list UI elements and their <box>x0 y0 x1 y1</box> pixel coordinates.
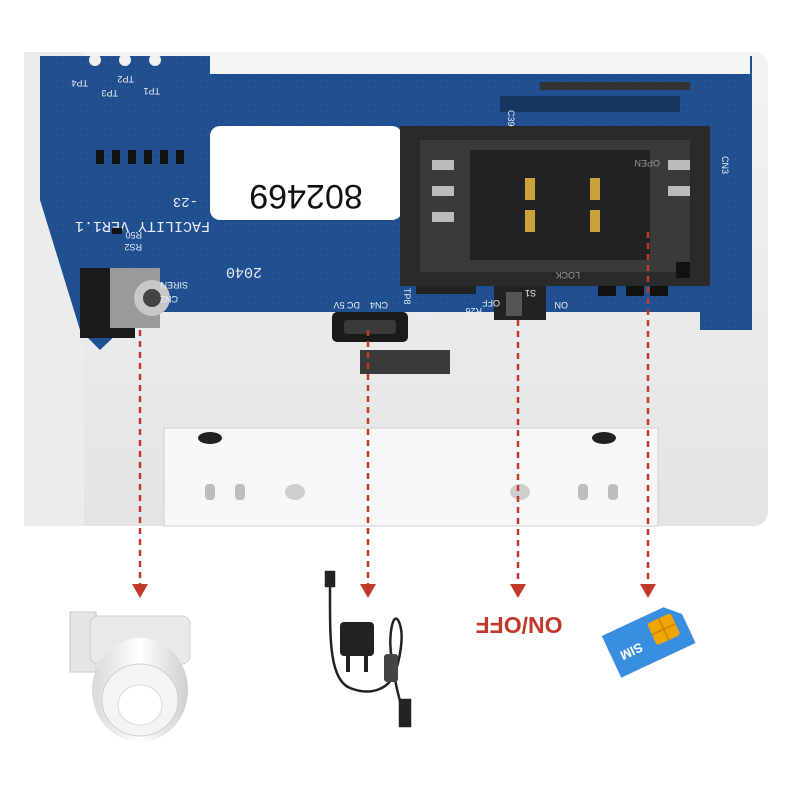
tp-label: TP3 <box>101 88 118 98</box>
board-model-text: 2040 <box>226 263 262 280</box>
c39-label: C39 <box>506 110 516 127</box>
sim-slot: OPEN LOCK <box>400 126 710 286</box>
cn4-label: CN4 <box>370 300 388 310</box>
tp-label: TP2 <box>117 74 134 84</box>
cn2-label: CN2 <box>160 294 178 304</box>
sim-card-icon: SIM <box>601 607 696 678</box>
tp-label: TP4 <box>71 78 88 88</box>
serial-sticker: 802469 <box>210 126 402 220</box>
siren-label: SIREN <box>160 280 188 290</box>
device-photo: 802469 FACILITY VER1.1 2040 -23 TP4 TP3 … <box>24 52 768 527</box>
off-label: OFF <box>482 298 500 308</box>
arrow-heads <box>132 584 656 598</box>
mounting-plate <box>163 427 659 527</box>
r26-label: R26 <box>465 306 482 316</box>
sim-open-text: OPEN <box>634 158 660 168</box>
sim-lock-text: LOCK <box>555 270 580 280</box>
power-switch <box>494 286 546 320</box>
dc5v-label: DC 5V <box>333 300 360 310</box>
board-partial-text: -23 <box>173 193 198 209</box>
tp-label: TP1 <box>143 86 160 96</box>
rs2-label: RS2 <box>124 242 142 252</box>
smd-components <box>96 82 690 294</box>
onoff-label: ON/OFF <box>476 612 563 638</box>
s1-label: S1 <box>525 288 536 298</box>
tp8-label: TP8 <box>402 288 412 305</box>
on-label: ON <box>555 300 569 310</box>
serial-number: 802469 <box>249 177 362 215</box>
dc-port <box>332 312 450 374</box>
siren-speaker-icon <box>69 611 191 742</box>
tp5-label: TP5 <box>415 310 432 320</box>
test-points: TP4 TP3 TP2 TP1 <box>71 54 161 98</box>
cn3-label: CN3 <box>720 156 730 174</box>
connection-arrows <box>138 232 650 586</box>
power-plug-body <box>340 622 398 682</box>
r50-label: R50 <box>125 230 142 240</box>
board-version-text: FACILITY VER1.1 <box>75 217 210 234</box>
siren-jack <box>80 268 170 338</box>
